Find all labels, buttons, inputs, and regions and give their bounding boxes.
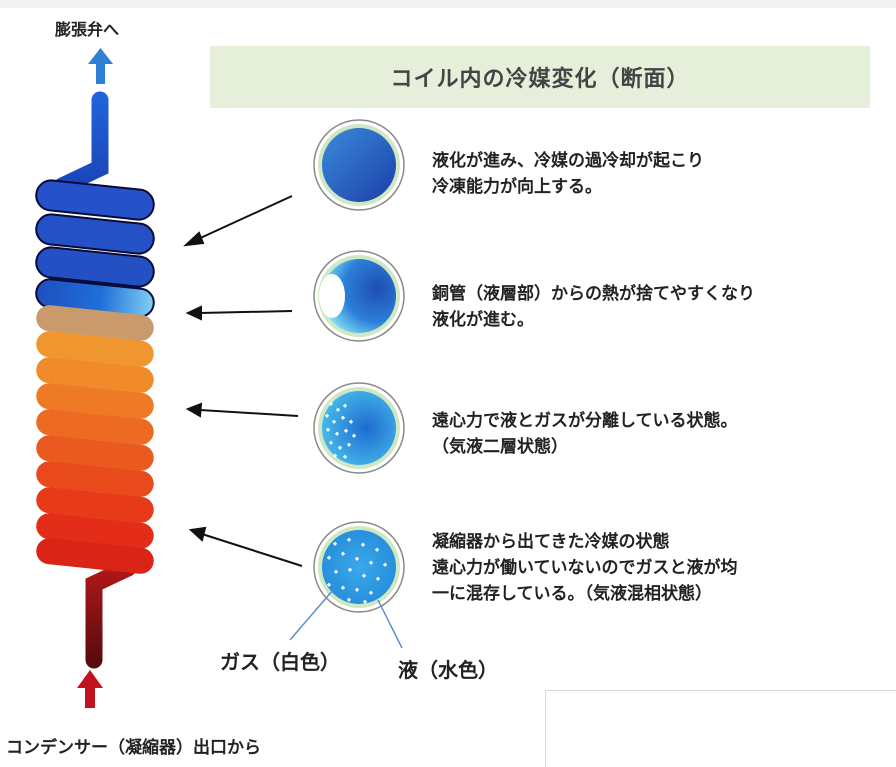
header-banner: コイル内の冷媒変化（断面） xyxy=(210,46,870,108)
state-desc-mixed-phase: 凝縮器から出てきた冷媒の状態 遠心力が働いていないのでガスと液が均 一に混存して… xyxy=(432,529,738,607)
state-desc-subcooled: 液化が進み、冷媒の過冷却が起こり 冷凍能力が向上する。 xyxy=(432,148,704,200)
cross-section-liquefying xyxy=(313,250,405,342)
blank-panel xyxy=(545,690,896,767)
state-desc-two-layer: 遠心力で液とガスが分離している状態。 （気液二層状態） xyxy=(432,408,738,460)
inlet-arrow xyxy=(77,670,103,708)
state-line: 液化が進む。 xyxy=(432,310,534,330)
outlet-pipe xyxy=(53,91,109,195)
state-line: 一に混存している。（気液混相状態） xyxy=(432,584,712,604)
coil xyxy=(35,179,155,574)
cross-section-two-layer xyxy=(313,382,405,474)
pointer-arrows xyxy=(183,195,303,567)
cross-section-subcooled xyxy=(313,119,405,211)
state-line: 冷凍能力が向上する。 xyxy=(432,177,602,197)
coil-turn-liquid xyxy=(35,179,155,318)
coil-turn-transition xyxy=(36,305,154,393)
cross-section-mixed-phase xyxy=(313,521,405,613)
state-line: 遠心力が働いていないのでガスと液が均 xyxy=(432,558,738,578)
legend-liquid: 液（水色） xyxy=(398,658,498,682)
coil-turn-hot xyxy=(36,383,154,574)
inlet-label: コンデンサー（凝縮器）出口から xyxy=(6,738,261,758)
state-line: 液化が進み、冷媒の過冷却が起こり xyxy=(432,151,704,171)
legend-leaders xyxy=(289,589,403,649)
outlet-label: 膨張弁へ xyxy=(55,20,120,39)
state-line: 銅管（液層部）からの熱が捨てやすくなり xyxy=(432,284,755,304)
top-band xyxy=(0,0,896,8)
state-line: 遠心力で液とガスが分離している状態。 xyxy=(432,411,738,431)
legend-gas: ガス（白色） xyxy=(220,650,340,674)
state-line: 凝縮器から出てきた冷媒の状態 xyxy=(432,532,670,552)
inlet-pipe xyxy=(85,559,137,669)
header-title: コイル内の冷媒変化（断面） xyxy=(390,67,690,92)
outlet-arrow xyxy=(88,48,113,84)
state-desc-liquefying: 銅管（液層部）からの熱が捨てやすくなり 液化が進む。 xyxy=(432,281,755,333)
state-line: （気液二層状態） xyxy=(432,437,568,457)
